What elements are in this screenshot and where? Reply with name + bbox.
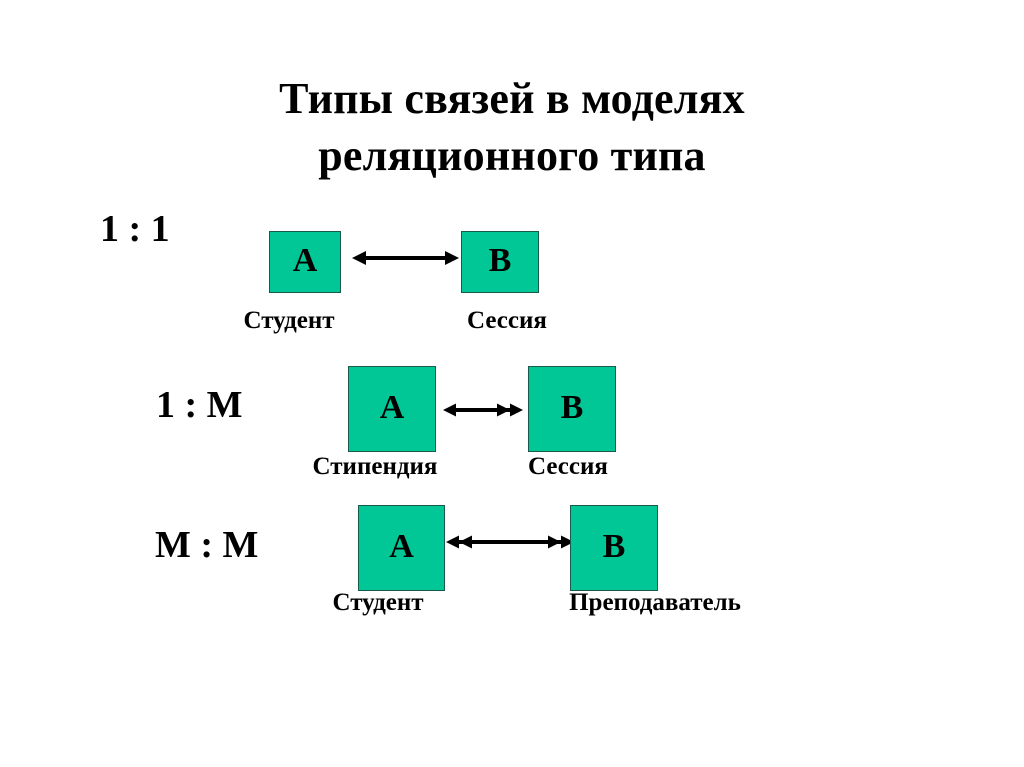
entity-caption-b-one-to-many: Сессия [528, 453, 608, 480]
entity-box-a-many-to-many[interactable]: A [358, 505, 445, 591]
entity-box-a-one-to-many[interactable]: A [348, 366, 436, 452]
ratio-label-one-to-many: 1 : M [156, 384, 243, 426]
ratio-label-many-to-many: M : M [155, 524, 259, 566]
entity-caption-a-many-to-many: Студент [332, 589, 424, 616]
ratio-label-one-to-one: 1 : 1 [100, 208, 170, 250]
entity-box-letter: A [389, 528, 414, 565]
entity-box-letter: B [560, 389, 584, 426]
connector-arrow-many-to-many [446, 530, 574, 554]
entity-caption-a-one-to-many: Стипендия [312, 453, 438, 480]
entity-box-a-one-to-one[interactable]: A [269, 231, 341, 293]
entity-box-letter: A [292, 242, 318, 279]
entity-caption-b-one-to-one: Сессия [467, 307, 547, 334]
page-title: Типы связей в моделях реляционного типа [0, 70, 1024, 184]
entity-box-letter: B [602, 528, 626, 565]
entity-box-b-one-to-one[interactable]: B [461, 231, 539, 293]
connector-arrow-one-to-one [352, 246, 459, 270]
entity-box-letter: B [488, 242, 512, 279]
connector-arrow-one-to-many [443, 398, 523, 422]
entity-caption-a-one-to-one: Студент [243, 307, 335, 334]
entity-box-letter: A [379, 389, 405, 426]
entity-caption-b-many-to-many: Преподаватель [569, 589, 741, 616]
entity-box-b-many-to-many[interactable]: B [570, 505, 658, 591]
entity-box-b-one-to-many[interactable]: B [528, 366, 616, 452]
page-title-line-1: Типы связей в моделях [279, 74, 745, 123]
page-title-line-2: реляционного типа [318, 131, 706, 181]
